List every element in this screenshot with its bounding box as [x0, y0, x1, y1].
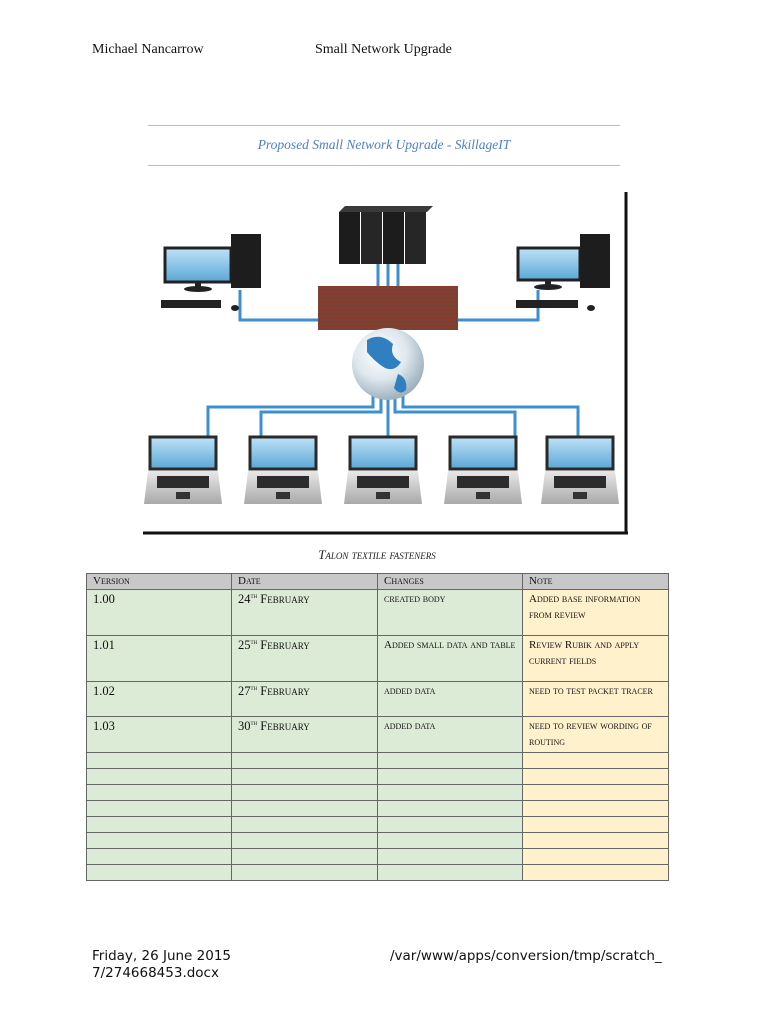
cell-empty [86, 768, 232, 785]
document-title: Proposed Small Network Upgrade - Skillag… [257, 137, 511, 152]
cell-empty [377, 800, 523, 817]
cell-empty [86, 800, 232, 817]
cell-changes: added data [377, 681, 523, 717]
table-row: 1.01 25th February Added small data and … [86, 635, 669, 682]
footer-file-path: /var/www/apps/conversion/tmp/scratch_ [390, 948, 662, 964]
date-day: 25 [238, 638, 251, 652]
cell-empty [86, 752, 232, 769]
cell-empty [522, 848, 669, 865]
cell-empty [522, 768, 669, 785]
col-header-note: Note [522, 573, 669, 590]
cell-empty [522, 784, 669, 801]
cell-empty [231, 848, 378, 865]
cell-empty [522, 752, 669, 769]
table-row-empty [86, 848, 669, 865]
table-row-empty [86, 864, 669, 881]
cell-empty [231, 800, 378, 817]
title-top-rule [148, 125, 620, 126]
cell-version: 1.01 [86, 635, 232, 682]
cell-changes: Added small data and table [377, 635, 523, 682]
col-header-changes: Changes [377, 573, 523, 590]
title-bottom-rule [148, 165, 620, 166]
header-doc-title: Small Network Upgrade [315, 42, 452, 57]
cell-date: 25th February [231, 635, 378, 682]
cell-version: 1.00 [86, 589, 232, 636]
table-row-empty [86, 832, 669, 849]
cell-empty [231, 768, 378, 785]
version-history-table: Version Date Changes Note 1.00 24th Febr… [86, 573, 669, 881]
figure-caption: Talon textile fasteners [318, 547, 436, 562]
cell-empty [86, 848, 232, 865]
cell-empty [231, 784, 378, 801]
date-suffix: th [250, 718, 258, 727]
date-month: February [260, 684, 310, 698]
cell-empty [86, 816, 232, 833]
cell-empty [377, 784, 523, 801]
footer-date: Friday, 26 June 2015 [92, 948, 232, 964]
cell-empty [377, 832, 523, 849]
cell-empty [86, 832, 232, 849]
cell-note: need to review wording of routing [522, 716, 669, 753]
header-author: Michael Nancarrow [92, 42, 204, 57]
network-diagram-figure [143, 192, 629, 536]
date-month: February [260, 592, 310, 606]
cell-date: 27th February [231, 681, 378, 717]
cell-empty [377, 864, 523, 881]
table-row: 1.02 27th February added data need to te… [86, 681, 669, 717]
cell-empty [231, 816, 378, 833]
date-month: February [260, 719, 310, 733]
date-day: 30 [238, 719, 251, 733]
date-month: February [260, 638, 310, 652]
table-header-row: Version Date Changes Note [86, 573, 669, 590]
cell-empty [522, 800, 669, 817]
cell-empty [86, 784, 232, 801]
table-row-empty [86, 800, 669, 817]
cell-note: need to test packet tracer [522, 681, 669, 717]
cell-empty [377, 768, 523, 785]
cell-empty [231, 752, 378, 769]
table-row-empty [86, 752, 669, 769]
cell-version: 1.02 [86, 681, 232, 717]
network-diagram-icon [143, 192, 628, 535]
cell-empty [522, 864, 669, 881]
cell-empty [231, 832, 378, 849]
table-row: 1.03 30th February added data need to re… [86, 716, 669, 753]
col-header-date: Date [231, 573, 378, 590]
footer-file-path-continued: 7/274668453.docx [92, 965, 219, 981]
cell-empty [522, 832, 669, 849]
cell-note: Review Rubik and apply current fields [522, 635, 669, 682]
table-row: 1.00 24th February created body Added ba… [86, 589, 669, 636]
date-suffix: th [250, 591, 258, 600]
cell-empty [377, 848, 523, 865]
cell-empty [231, 864, 378, 881]
date-suffix: th [250, 637, 258, 646]
date-suffix: th [250, 683, 258, 692]
table-row-empty [86, 768, 669, 785]
cell-empty [377, 816, 523, 833]
cell-empty [86, 864, 232, 881]
cell-date: 24th February [231, 589, 378, 636]
cell-changes: added data [377, 716, 523, 753]
cell-changes: created body [377, 589, 523, 636]
date-day: 27 [238, 684, 251, 698]
table-row-empty [86, 784, 669, 801]
cell-empty [377, 752, 523, 769]
cell-empty [522, 816, 669, 833]
date-day: 24 [238, 592, 251, 606]
cell-version: 1.03 [86, 716, 232, 753]
table-row-empty [86, 816, 669, 833]
col-header-version: Version [86, 573, 232, 590]
cell-note: Added base information from review [522, 589, 669, 636]
cell-date: 30th February [231, 716, 378, 753]
